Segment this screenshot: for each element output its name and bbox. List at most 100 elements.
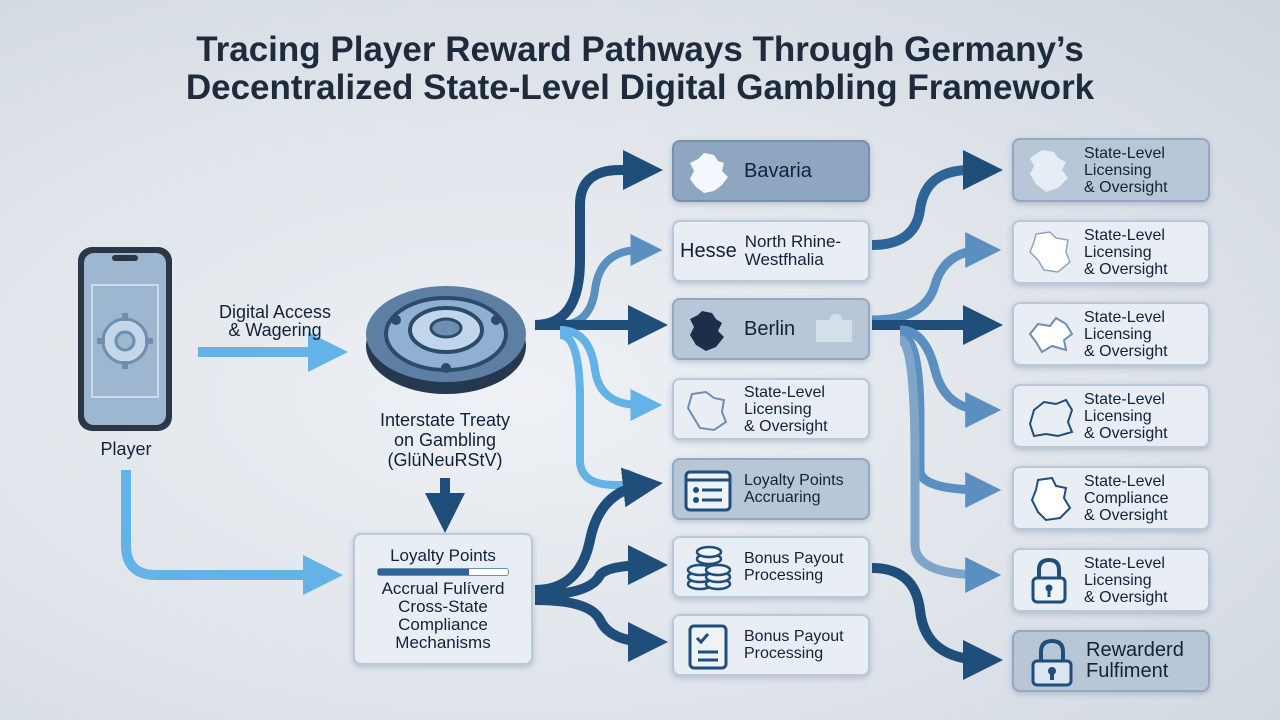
bavaria-outline-icon bbox=[686, 390, 728, 432]
arrow-hub-statelevel bbox=[559, 326, 663, 421]
loyalty-line-3: Cross-State bbox=[398, 596, 488, 616]
arrow-berlin-right2 bbox=[871, 232, 1002, 325]
player-label: Player bbox=[100, 439, 152, 459]
arrow-bonus-reward bbox=[871, 563, 1003, 680]
arrow-hesse-right1 bbox=[871, 150, 1003, 250]
right-1-line-2: Licensing bbox=[1084, 161, 1152, 179]
right-5-text: State-Level Compliance & Oversight bbox=[1084, 473, 1168, 524]
right-6-text: State-Level Licensing & Oversight bbox=[1084, 555, 1168, 606]
middle-box-state-level: State-Level Licensing & Oversight bbox=[672, 378, 870, 440]
puzzle-piece-icon bbox=[816, 314, 852, 342]
accruaring-text: Loyalty Points Accruaring bbox=[744, 472, 844, 506]
arrow-loyalty-bonus1 bbox=[534, 545, 668, 600]
lock-icon bbox=[1031, 557, 1067, 604]
accruaring-line-2: Accruaring bbox=[744, 489, 821, 506]
right-4-text: State-Level Licensing & Oversight bbox=[1084, 391, 1168, 442]
right-1-text: State-Level Licensing & Oversight bbox=[1084, 145, 1168, 196]
arrow-berlin-right6 bbox=[898, 335, 1002, 593]
loyalty-line-1: Loyalty Points bbox=[390, 545, 496, 565]
state-map-icon bbox=[1029, 231, 1071, 273]
right-4-line-1: State-Level bbox=[1084, 390, 1165, 408]
treaty-line-1: Interstate Treaty bbox=[379, 410, 511, 430]
treaty-line-3: (GlüNeuRStV) bbox=[387, 450, 503, 470]
title-line-1: Tracing Player Reward Pathways Through G… bbox=[196, 30, 1084, 69]
bonus2-text: Bonus Payout Processing bbox=[744, 628, 844, 662]
germany-map-dark-icon bbox=[690, 311, 724, 351]
treaty-line-2: on Gambling bbox=[393, 430, 497, 450]
right-6-line-1: State-Level bbox=[1084, 554, 1165, 572]
reward-text: Rewarderd Fulfiment bbox=[1086, 640, 1184, 682]
right-5-line-3: & Oversight bbox=[1084, 506, 1168, 524]
coin-stack-icon bbox=[686, 545, 732, 591]
arrow-hub-loyalty bbox=[559, 331, 660, 501]
middle-state-line-2: Licensing bbox=[744, 400, 812, 418]
lock-icon bbox=[1031, 638, 1073, 687]
state-map-icon bbox=[1028, 316, 1074, 354]
loyalty-line-5: Mechanisms bbox=[395, 632, 491, 652]
access-line-2: & Wagering bbox=[228, 320, 322, 340]
middle-box-hesse-nrw: Hesse North Rhine- Westfhalia bbox=[672, 220, 870, 282]
right-3-line-3: & Oversight bbox=[1084, 342, 1168, 360]
hesse-label: Hesse bbox=[680, 240, 737, 262]
state-map-icon bbox=[1030, 150, 1068, 192]
right-box-4: State-Level Licensing & Oversight bbox=[1012, 384, 1210, 448]
bavaria-label: Bavaria bbox=[744, 160, 812, 182]
arrow-loyalty-bonus2 bbox=[534, 595, 668, 662]
bonus1-line-1: Bonus Payout bbox=[744, 550, 844, 567]
loyalty-progress-fill bbox=[378, 568, 469, 575]
reward-line-2: Fulfiment bbox=[1086, 660, 1169, 682]
germany-map-icon bbox=[690, 153, 728, 193]
middle-state-line-3: & Oversight bbox=[744, 417, 828, 435]
loyalty-compliance-box: Loyalty Points Accrual Fulíverd Cross-St… bbox=[353, 533, 533, 665]
middle-box-bonus-payout-1: Bonus Payout Processing bbox=[672, 536, 870, 598]
right-2-line-2: Licensing bbox=[1084, 243, 1152, 261]
access-line-1: Digital Access bbox=[218, 302, 332, 322]
arrow-hub-bavaria bbox=[534, 150, 663, 330]
middle-state-text: State-Level Licensing & Oversight bbox=[744, 384, 828, 435]
right-box-6: State-Level Licensing & Oversight bbox=[1012, 548, 1210, 612]
nrw-line-1: North Rhine- bbox=[744, 232, 842, 251]
player-phone-icon bbox=[76, 245, 174, 433]
right-1-line-3: & Oversight bbox=[1084, 178, 1168, 196]
right-box-3: State-Level Licensing & Oversight bbox=[1012, 302, 1210, 366]
right-2-text: State-Level Licensing & Oversight bbox=[1084, 227, 1168, 278]
right-2-line-1: State-Level bbox=[1084, 226, 1165, 244]
title-line-2: Decentralized State-Level Digital Gambli… bbox=[185, 68, 1095, 107]
bonus1-text: Bonus Payout Processing bbox=[744, 550, 844, 584]
nrw-line-2: Westfhalia bbox=[744, 250, 824, 269]
reward-line-1: Rewarderd bbox=[1086, 639, 1184, 661]
bonus2-line-1: Bonus Payout bbox=[744, 628, 844, 645]
arrow-berlin-right5 bbox=[899, 330, 1002, 508]
dashboard-window-icon bbox=[684, 470, 732, 512]
right-4-line-2: Licensing bbox=[1084, 407, 1152, 425]
arrow-player-loyalty bbox=[121, 470, 343, 595]
right-4-line-3: & Oversight bbox=[1084, 424, 1168, 442]
bonus2-line-2: Processing bbox=[744, 645, 824, 662]
right-5-line-1: State-Level bbox=[1084, 472, 1165, 490]
right-3-line-2: Licensing bbox=[1084, 325, 1152, 343]
right-box-reward-fulfilment: Rewarderd Fulfiment bbox=[1012, 630, 1210, 692]
right-6-line-3: & Oversight bbox=[1084, 588, 1168, 606]
right-3-text: State-Level Licensing & Oversight bbox=[1084, 309, 1168, 360]
middle-box-loyalty-accruaring: Loyalty Points Accruaring bbox=[672, 458, 870, 520]
access-label: Digital Access & Wagering bbox=[200, 303, 350, 339]
right-box-1: State-Level Licensing & Oversight bbox=[1012, 138, 1210, 202]
loyalty-line-2: Accrual Fulíverd bbox=[381, 578, 505, 598]
loyalty-progress-bar bbox=[377, 567, 509, 576]
middle-box-bavaria: Bavaria bbox=[672, 140, 870, 202]
nrw-label: North Rhine- Westfhalia bbox=[745, 233, 841, 269]
middle-box-bonus-payout-2: Bonus Payout Processing bbox=[672, 614, 870, 676]
state-map-icon bbox=[1030, 476, 1072, 522]
right-box-5: State-Level Compliance & Oversight bbox=[1012, 466, 1210, 530]
right-1-line-1: State-Level bbox=[1084, 144, 1165, 162]
right-3-line-1: State-Level bbox=[1084, 308, 1165, 326]
accruaring-line-1: Loyalty Points bbox=[744, 472, 844, 489]
treaty-hub-gear-icon bbox=[362, 268, 530, 398]
bonus1-line-2: Processing bbox=[744, 567, 824, 584]
state-map-icon bbox=[1028, 398, 1074, 438]
arrow-berlin-right4 bbox=[899, 325, 1002, 428]
treaty-label: Interstate Treaty on Gambling (GlüNeuRSt… bbox=[350, 410, 540, 470]
right-5-line-2: Compliance bbox=[1084, 489, 1169, 507]
berlin-label: Berlin bbox=[744, 318, 796, 340]
